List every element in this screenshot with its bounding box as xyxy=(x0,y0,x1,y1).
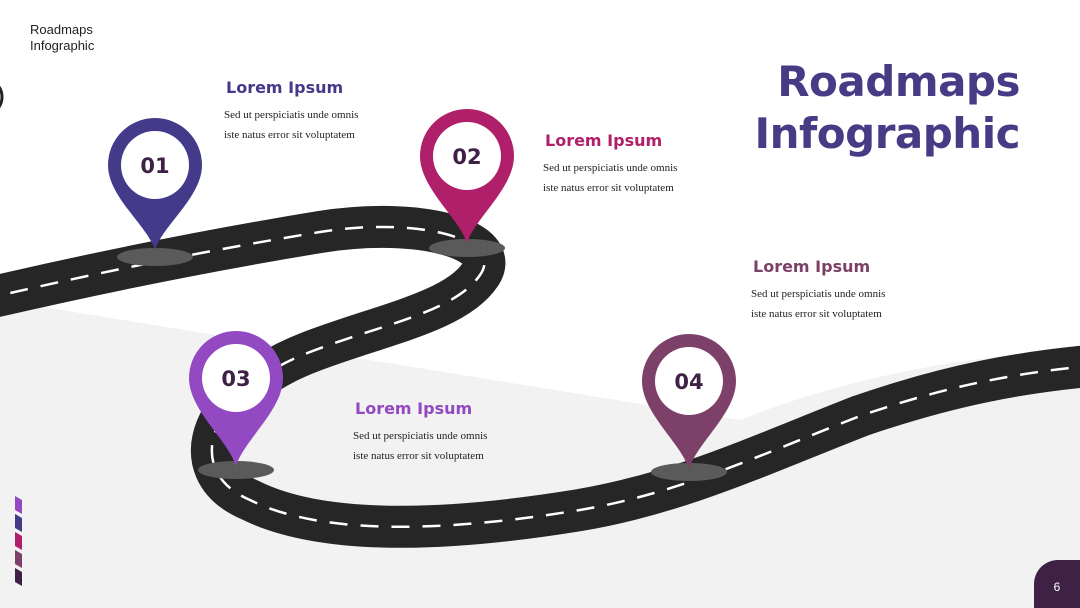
step-description-line: Sed ut perspiciatis unde omnis xyxy=(543,162,678,174)
edge-circle xyxy=(0,85,4,109)
step-heading: Lorem Ipsum xyxy=(545,131,663,150)
pin-number: 04 xyxy=(674,370,703,394)
location-pin-01: 01 xyxy=(108,118,202,250)
slide-title-line: Infographic xyxy=(754,109,1020,158)
ground-background xyxy=(0,300,1080,608)
step-description-line: iste natus error sit voluptatem xyxy=(543,182,674,194)
step-description: Sed ut perspiciatis unde omnis iste natu… xyxy=(353,426,487,466)
pin-number: 03 xyxy=(221,367,250,391)
pin-shadow-03 xyxy=(198,461,274,479)
page-number: 6 xyxy=(1053,580,1061,594)
step-01-block: Lorem Ipsum Sed ut perspiciatis unde omn… xyxy=(224,78,358,145)
step-heading: Lorem Ipsum xyxy=(226,78,344,97)
step-02-block: Lorem Ipsum Sed ut perspiciatis unde omn… xyxy=(543,131,677,198)
location-pin-02: 02 xyxy=(420,109,514,243)
pin-number: 02 xyxy=(452,145,481,169)
step-04-block: Lorem Ipsum Sed ut perspiciatis unde omn… xyxy=(751,257,885,324)
pin-shadow-04 xyxy=(651,463,727,481)
step-description-line: Sed ut perspiciatis unde omnis xyxy=(353,430,488,442)
step-description-line: iste natus error sit voluptatem xyxy=(224,129,355,141)
location-pin-04: 04 xyxy=(642,334,736,469)
step-03-block: Lorem Ipsum Sed ut perspiciatis unde omn… xyxy=(353,399,487,466)
pin-inner-circle xyxy=(121,131,189,199)
pin-shadow-02 xyxy=(429,239,505,257)
step-description-line: Sed ut perspiciatis unde omnis xyxy=(751,288,886,300)
decorative-stripes xyxy=(15,496,22,586)
step-description-line: iste natus error sit voluptatem xyxy=(751,308,882,320)
pin-shadow-01 xyxy=(117,248,193,266)
step-description: Sed ut perspiciatis unde omnis iste natu… xyxy=(224,105,358,145)
page-number-badge: 6 xyxy=(1034,560,1080,608)
step-description-line: Sed ut perspiciatis unde omnis xyxy=(224,109,359,121)
slide-title: Roadmaps Infographic xyxy=(754,56,1020,160)
step-description-line: iste natus error sit voluptatem xyxy=(353,450,484,462)
location-pin-03: 03 xyxy=(189,331,283,466)
corner-title: Roadmaps Infographic xyxy=(30,22,94,54)
slide-title-line: Roadmaps xyxy=(777,57,1020,106)
step-description: Sed ut perspiciatis unde omnis iste natu… xyxy=(543,158,677,198)
pin-inner-circle xyxy=(655,347,723,415)
corner-title-line: Infographic xyxy=(30,38,95,53)
pin-inner-circle xyxy=(433,122,501,190)
corner-title-line: Roadmaps xyxy=(30,22,93,37)
pin-number: 01 xyxy=(140,154,169,178)
road-centerline xyxy=(0,225,1080,528)
pin-inner-circle xyxy=(202,344,270,412)
step-heading: Lorem Ipsum xyxy=(753,257,871,276)
step-heading: Lorem Ipsum xyxy=(355,399,473,418)
step-description: Sed ut perspiciatis unde omnis iste natu… xyxy=(751,284,885,324)
